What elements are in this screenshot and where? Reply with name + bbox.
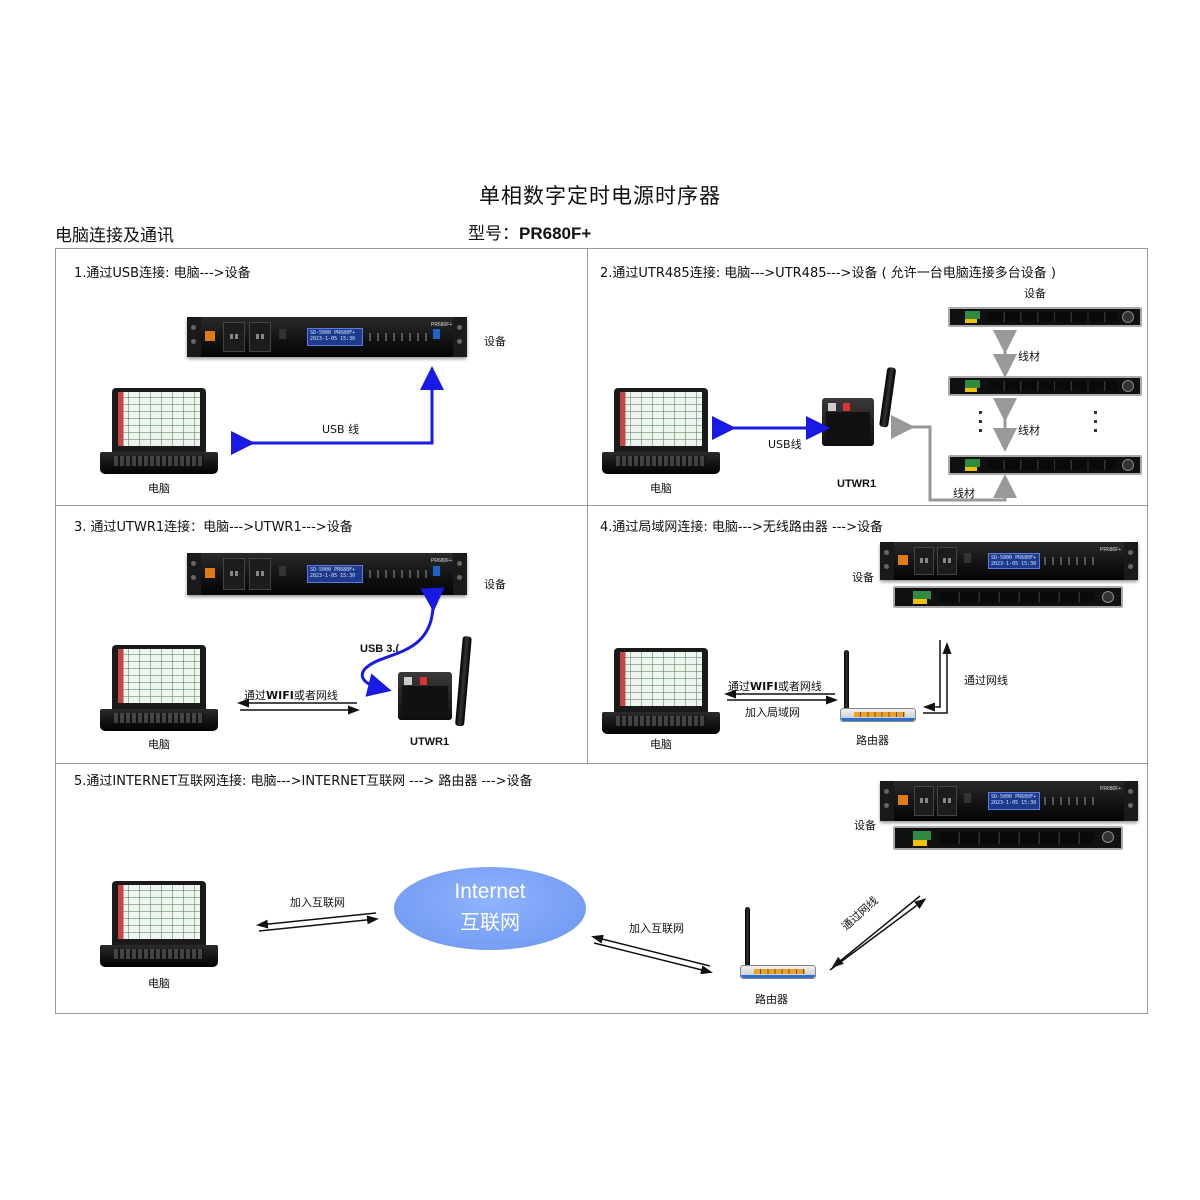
rack-device: SD-5000 PR680F+2023-1-05 15:30 PR680F+ [187,317,467,357]
p3-pc-label: 电脑 [148,738,170,751]
p4-device-label: 设备 [852,571,874,584]
divider-row1 [55,505,1148,506]
divider-row2 [55,763,1148,764]
power-strip [948,455,1142,475]
power-strip [893,586,1123,608]
p4-pc-label: 电脑 [650,738,672,751]
p3-hub-label: UTWR1 [410,736,450,748]
utwr1-device [822,398,874,446]
model-label: 型号： [468,224,519,244]
p2-usb-label: USB线 [768,438,802,451]
p5-router-label: 路由器 [755,993,788,1006]
p4-lan-label: 加入局域网 [745,706,800,719]
p5-join2-label: 加入互联网 [629,922,684,935]
p2-wire1-label: 线材 [1018,350,1040,363]
p1-device-label: 设备 [484,335,506,348]
divider-col [587,248,588,763]
p4-wifi-label: 通过WIFI或者网线 [728,680,822,693]
router-device [840,708,916,722]
p1-pc-label: 电脑 [148,482,170,495]
p2-hub-label: UTWR1 [837,478,877,490]
panel5-title: 5.通过INTERNET互联网连接: 电脑--->INTERNET互联网 ---… [74,774,533,789]
section-title: 电脑连接及通讯 [55,226,174,246]
laptop [602,388,720,474]
model-line: 型号：PR680F+ [468,219,591,244]
power-strip [893,826,1123,850]
panel1-title: 1.通过USB连接: 电脑--->设备 [74,266,251,281]
panel3-title: 3. 通过UTWR1连接：电脑--->UTWR1--->设备 [74,520,353,535]
p3-usb-label: USB 3.( [360,643,400,655]
p2-device-label: 设备 [1024,287,1046,300]
rack-device: SD-5000 PR680F+2023-1-05 15:30 PR680F+ [880,542,1138,580]
antenna [844,650,849,712]
p3-wifi-label: 通过WIFI或者网线 [244,689,338,702]
utwr1-device [398,672,452,720]
p3-device-label: 设备 [484,578,506,591]
power-strip [948,307,1142,327]
laptop [100,881,218,967]
p4-router-label: 路由器 [856,734,889,747]
internet-cloud: Internet 互联网 [394,867,586,950]
page-title: 单相数字定时电源时序器 [479,184,721,208]
laptop [100,388,218,474]
rack-device: SD-5000 PR680F+2023-1-05 15:30 PR680F+ [880,781,1138,821]
laptop [100,645,218,731]
model-value: PR680F+ [519,224,592,243]
laptop [602,648,720,734]
p1-cable-label: USB 线 [322,423,360,436]
router-device [740,965,816,979]
p4-net-label: 通过网线 [964,674,1008,687]
antenna [745,907,750,969]
rack-device: SD-5000 PR680F+2023-1-05 15:30 PR680F+ [187,553,467,595]
diagram-frame [55,248,1148,1014]
panel4-title: 4.通过局域网连接: 电脑--->无线路由器 --->设备 [600,520,883,535]
p2-pc-label: 电脑 [650,482,672,495]
cloud-label-cn: 互联网 [460,912,520,934]
cloud-label-en: Internet [454,880,526,903]
p5-join1-label: 加入互联网 [290,896,345,909]
panel2-title: 2.通过UTR485连接: 电脑--->UTR485--->设备 ( 允许一台电… [600,266,1056,281]
p5-pc-label: 电脑 [148,977,170,990]
p2-wire3-label: 线材 [953,487,975,500]
p5-device-label: 设备 [854,819,876,832]
p2-wire2-label: 线材 [1018,424,1040,437]
power-strip [948,376,1142,396]
